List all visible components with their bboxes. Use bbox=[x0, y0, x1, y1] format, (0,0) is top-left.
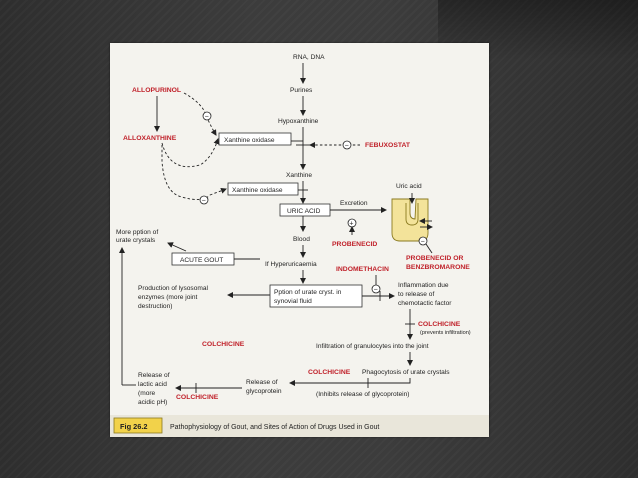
alloxanthine-minus-sign bbox=[199, 195, 209, 205]
alloxanthine-dash-loop-1 bbox=[161, 138, 220, 168]
allopurinol-dash-arrow bbox=[183, 92, 217, 136]
alloxanthine-minus-text: − bbox=[202, 197, 206, 204]
node-release-lactic-2: lactic acid bbox=[138, 381, 167, 388]
benzbromarone-minus-sign bbox=[418, 236, 428, 246]
node-rna-dna: RNA, DNA bbox=[293, 54, 325, 61]
node-release-lactic-3: (more bbox=[138, 390, 156, 397]
node-production-1: Production of lysosomal bbox=[138, 285, 209, 292]
node-excretion: Excretion bbox=[340, 200, 368, 207]
node-inflammation-1: Inflammation due bbox=[398, 282, 449, 289]
figure-caption: Pathophysiology of Gout, and Sites of Ac… bbox=[170, 424, 379, 431]
drug-probenecid: PROBENECID bbox=[332, 241, 377, 248]
pathway-diagram: RNA, DNA Purines Hypoxanthine Xanthine o… bbox=[110, 54, 489, 437]
drug-colchicine-3: COLCHICINE bbox=[308, 369, 351, 376]
drug-probenecid-or: PROBENECID OR bbox=[406, 255, 463, 262]
drug-colchicine-2: COLCHICINE bbox=[202, 341, 245, 348]
allopurinol-minus-text: − bbox=[205, 113, 209, 120]
arrow-acute-to-pption bbox=[167, 242, 187, 252]
node-inhibits-release: (Inhibits release of glycoprotein) bbox=[316, 391, 409, 398]
node-hypoxanthine: Hypoxanthine bbox=[278, 118, 319, 125]
node-more-pption-1: More pption of bbox=[116, 229, 158, 236]
febuxostat-minus-sign bbox=[342, 140, 352, 150]
alloxanthine-dash-loop-2 bbox=[161, 145, 211, 200]
drug-febuxostat: FEBUXOSTAT bbox=[365, 142, 411, 149]
benzbromarone-minus-text: − bbox=[421, 238, 425, 245]
node-pption-box-1: Pption of urate cryst. in bbox=[274, 289, 342, 296]
drug-colchicine-1: COLCHICINE bbox=[418, 321, 461, 328]
kidney-lumen bbox=[405, 203, 419, 226]
drug-allopurinol: ALLOPURINOL bbox=[132, 87, 181, 94]
node-production-3: destruction) bbox=[138, 303, 172, 310]
excretion-plus-text: + bbox=[349, 220, 353, 227]
drug-benzbromarone: BENZBROMARONE bbox=[406, 264, 470, 271]
drug-colchicine-4: COLCHICINE bbox=[176, 394, 219, 401]
node-blood: Blood bbox=[293, 236, 310, 243]
kidney-tubule-shape bbox=[391, 198, 429, 242]
node-xanthine-oxidase-2: Xanthine oxidase bbox=[232, 187, 283, 194]
arrow-phagocytosis-glyco bbox=[289, 378, 411, 386]
node-pption-box-2: synovial fluid bbox=[274, 298, 312, 305]
indomethacin-minus-sign bbox=[371, 284, 381, 294]
alloxanthine-dash-arrow bbox=[209, 187, 227, 196]
febuxostat-minus-text: − bbox=[345, 142, 349, 149]
node-if-hyperuricaemia: If Hyperuricaemia bbox=[265, 261, 317, 268]
node-uric-acid: URIC ACID bbox=[287, 208, 321, 215]
node-xanthine: Xanthine bbox=[286, 172, 312, 179]
box-xanthine-oxidase-2 bbox=[227, 182, 299, 196]
node-infiltration: Infiltration of granulocytes into the jo… bbox=[316, 343, 429, 350]
node-xanthine-oxidase-1: Xanthine oxidase bbox=[224, 137, 275, 144]
caption-bar bbox=[110, 415, 489, 437]
node-acute-gout: ACUTE GOUT bbox=[180, 257, 223, 264]
indomethacin-minus-text: − bbox=[374, 286, 378, 293]
node-inflammation-2: to release of bbox=[398, 291, 434, 298]
node-phagocytosis: Phagocytosis of urate crystals bbox=[362, 369, 450, 376]
drug-alloxanthine: ALLOXANTHINE bbox=[123, 135, 177, 142]
node-purines: Purines bbox=[290, 87, 313, 94]
fig-label-tag bbox=[113, 417, 163, 434]
node-inflammation-3: chemotactic factor bbox=[398, 300, 452, 307]
gout-pathophysiology-figure: RNA, DNA Purines Hypoxanthine Xanthine o… bbox=[110, 43, 489, 437]
node-more-pption-2: urate crystals bbox=[116, 237, 156, 244]
node-release-lactic-1: Release of bbox=[138, 372, 170, 379]
node-release-glyco-2: glycoprotein bbox=[246, 388, 282, 395]
fig-label: Fig 26.2 bbox=[120, 422, 148, 431]
drug-indomethacin: INDOMETHACIN bbox=[336, 266, 389, 273]
node-uric-acid-label: Uric acid bbox=[396, 183, 422, 190]
node-production-2: enzymes (more joint bbox=[138, 294, 198, 301]
node-release-lactic-4: acidic pH) bbox=[138, 399, 167, 406]
node-release-glyco-1: Release of bbox=[246, 379, 278, 386]
allopurinol-minus-sign bbox=[202, 111, 212, 121]
node-prevents-infiltration: (prevents infiltration) bbox=[420, 330, 471, 336]
benzbromarone-link bbox=[425, 243, 433, 254]
